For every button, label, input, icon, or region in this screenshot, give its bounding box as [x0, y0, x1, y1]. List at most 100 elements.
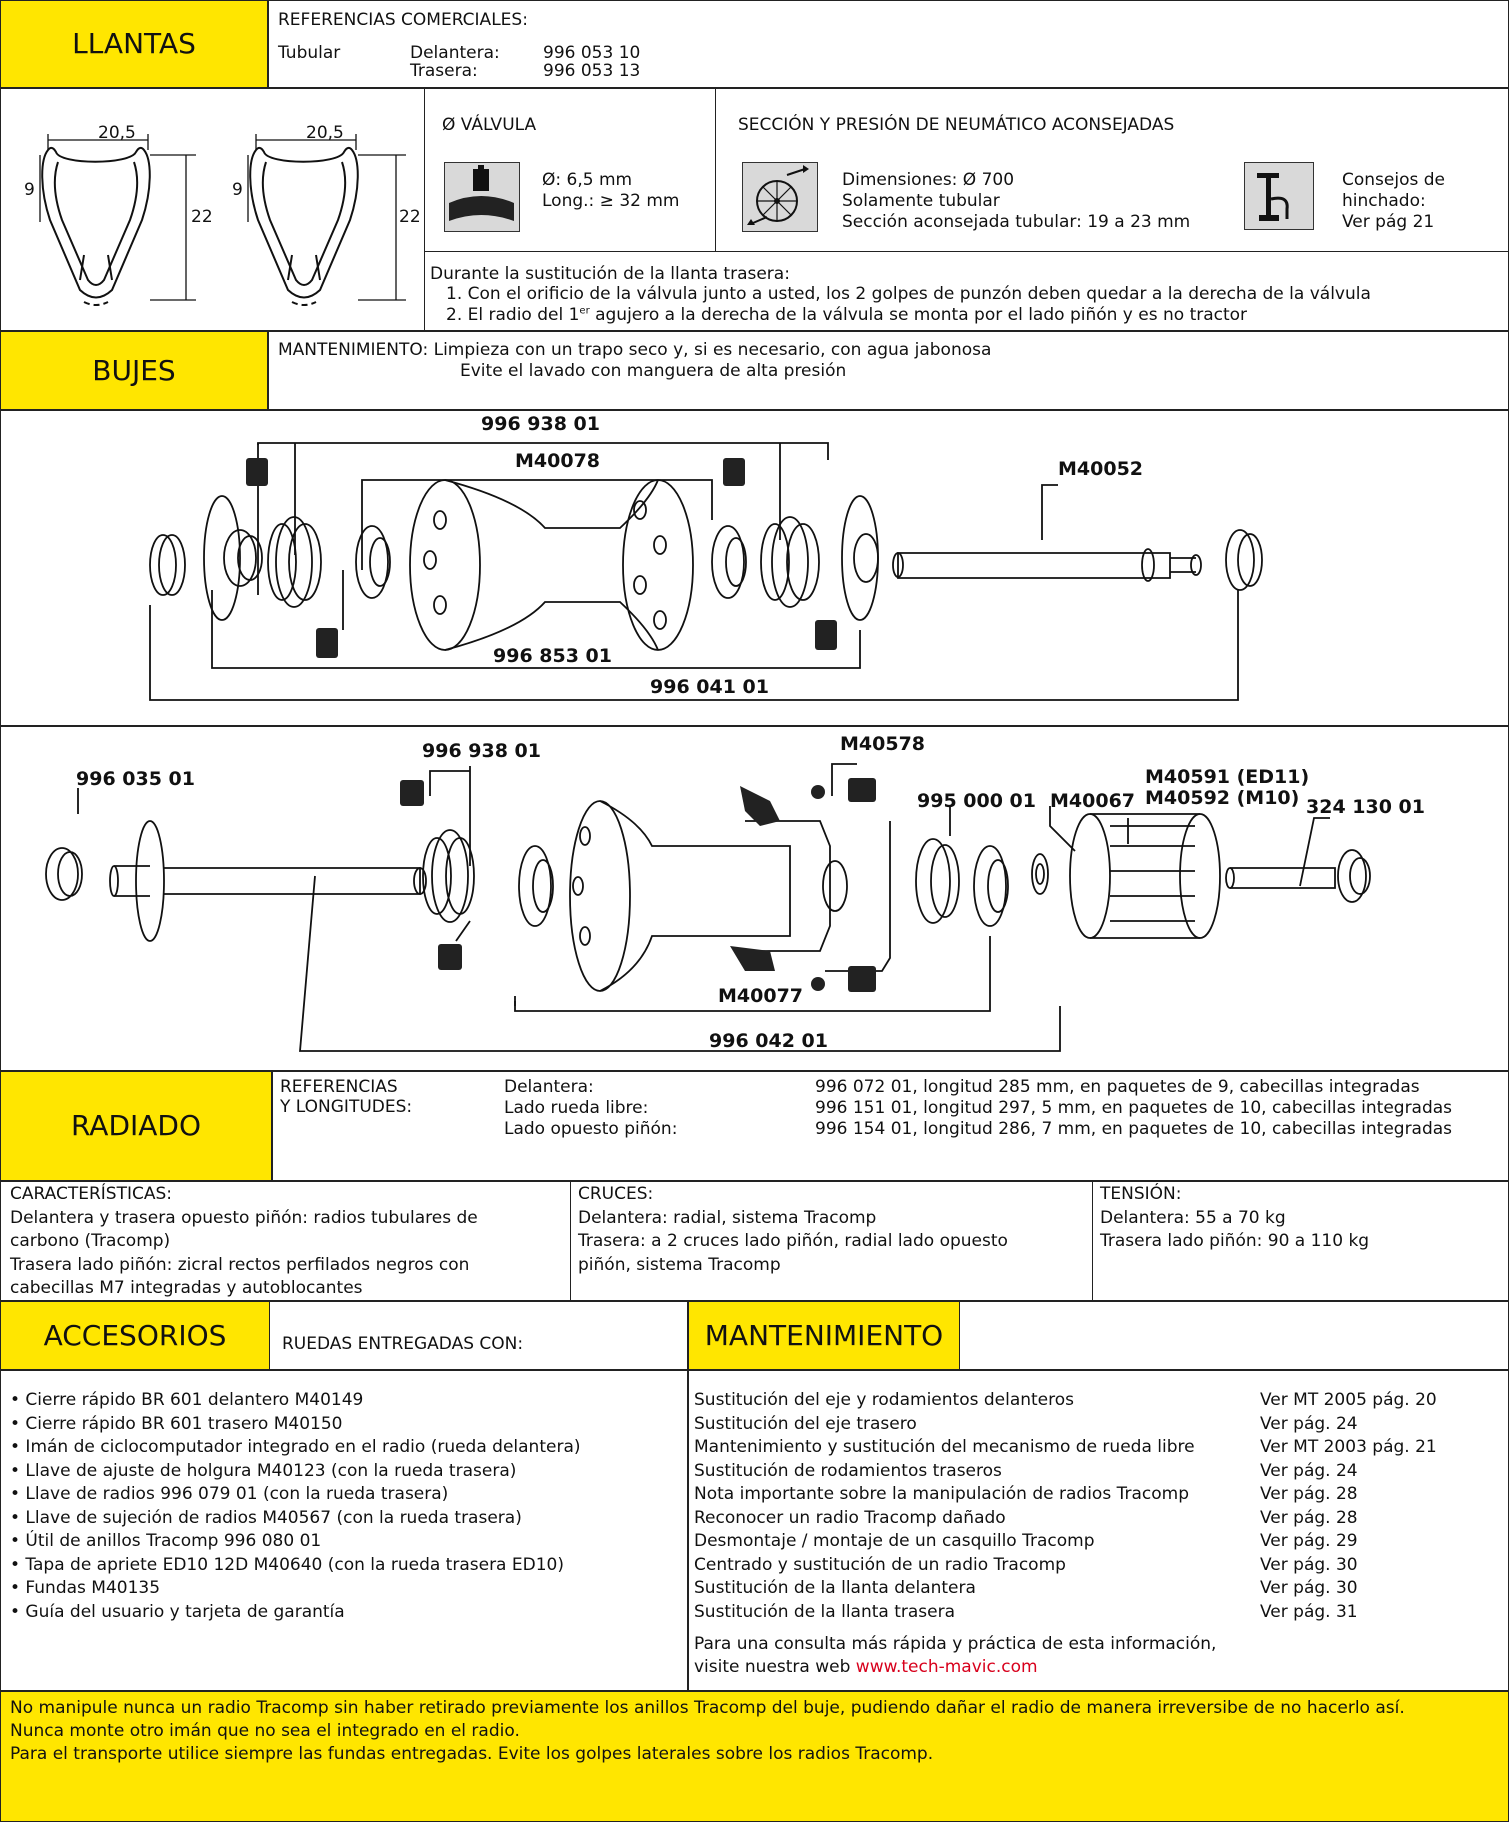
valve-length: Long.: ≥ 32 mm — [542, 191, 680, 211]
list-item: Ver pág. 29 — [1260, 1531, 1358, 1551]
footer-warning-box — [0, 1691, 1509, 1822]
mantenimiento-header: MANTENIMIENTO — [688, 1301, 960, 1370]
wheel-icon — [742, 162, 818, 232]
front-part-996-853-01: 996 853 01 — [493, 645, 612, 667]
rim-height-label-2: 22 — [399, 207, 421, 227]
spoke-row-label: Delantera: — [504, 1077, 594, 1097]
accesorios-list-box — [0, 1370, 688, 1691]
list-item: • Imán de ciclocomputador integrado en e… — [10, 1437, 581, 1457]
llantas-front-ref: 996 053 10 — [543, 43, 641, 63]
footer-line-3: Para el transporte utilice siempre las f… — [10, 1744, 934, 1764]
web-note-2: visite nuestra web www.tech-mavic.com — [694, 1657, 1038, 1677]
list-item: Ver pág. 30 — [1260, 1554, 1358, 1575]
cruces-block: CRUCES: Delantera: radial, sistema Traco… — [578, 1184, 1008, 1275]
rim-width-label-2: 20,5 — [306, 123, 344, 143]
front-part-m40078: M40078 — [515, 450, 601, 472]
front-part-m40052: M40052 — [1058, 458, 1144, 480]
bujes-maint-1: MANTENIMIENTO: Limpieza con un trapo sec… — [278, 340, 992, 360]
valve-diameter: Ø: 6,5 mm — [542, 170, 633, 190]
list-item: • Fundas M40135 — [10, 1578, 161, 1598]
list-item: Ver pág. 30 — [1260, 1578, 1358, 1598]
radiado-specs — [0, 1181, 1509, 1301]
front-part-996-041-01: 996 041 01 — [650, 676, 769, 698]
tyre-only: Solamente tubular — [842, 191, 1000, 211]
llantas-front-label: Delantera: — [410, 43, 500, 63]
list-item: Ver pág. 24 — [1260, 1413, 1358, 1434]
spoke-row-label: Lado rueda libre: — [504, 1098, 649, 1118]
list-item: Ver pág. 28 — [1260, 1507, 1358, 1528]
list-item: • Llave de sujeción de radios M40567 (co… — [10, 1507, 522, 1528]
radiado-title: RADIADO — [70, 1109, 202, 1143]
list-item: Ver pág. 31 — [1260, 1601, 1358, 1622]
caracteristicas-block: CARACTERÍSTICAS: Delantera y trasera opu… — [10, 1184, 478, 1298]
list-item: Mantenimiento y sustitución del mecanism… — [694, 1437, 1195, 1457]
spoke-row-value: 996 072 01, longitud 285 mm, en paquetes… — [815, 1077, 1420, 1097]
rim-profile-drawing — [39, 134, 406, 306]
list-item: Sustitución de rodamientos traseros — [694, 1460, 1002, 1481]
tyre-title: SECCIÓN Y PRESIÓN DE NEUMÁTICO ACONSEJAD… — [738, 115, 1175, 135]
llantas-rear-label: Trasera: — [410, 61, 478, 81]
rear-part-m40077: M40077 — [718, 985, 804, 1007]
llantas-header: LLANTAS — [0, 0, 268, 88]
llantas-refs-box — [268, 0, 1509, 88]
mantenimiento-title: MANTENIMIENTO — [704, 1318, 944, 1352]
list-item: Reconocer un radio Tracomp dañado — [694, 1507, 1006, 1528]
front-part-996-938-01: 996 938 01 — [481, 413, 600, 435]
mantenimiento-tasks: Sustitución del eje y rodamientos delant… — [694, 1389, 1195, 1624]
list-item: Ver pág. 24 — [1260, 1460, 1358, 1481]
rim-depth-label-1: 9 — [24, 180, 35, 200]
list-item: Sustitución de la llanta trasera — [694, 1601, 956, 1622]
list-item: • Cierre rápido BR 601 delantero M40149 — [10, 1390, 364, 1410]
rim-note-1: 1. Con el orificio de la válvula junto a… — [446, 284, 1371, 304]
accesorios-list: • Cierre rápido BR 601 delantero M40149 … — [10, 1389, 581, 1624]
tyre-advice-1: Consejos de — [1342, 170, 1445, 190]
list-item: Ver MT 2003 pág. 21 — [1260, 1437, 1437, 1457]
rear-part-324-130-01: 324 130 01 — [1306, 796, 1425, 818]
radiado-refs-box — [272, 1071, 1509, 1181]
list-item: • Tapa de apriete ED10 12D M40640 (con l… — [10, 1554, 564, 1575]
list-item: Ver MT 2005 pág. 20 — [1260, 1390, 1437, 1410]
llantas-refs-label: REFERENCIAS COMERCIALES: — [278, 10, 528, 30]
llantas-type: Tubular — [278, 43, 341, 63]
tyre-advice-3: Ver pág 21 — [1342, 212, 1435, 232]
list-item: Sustitución del eje trasero — [694, 1413, 917, 1434]
tension-block: TENSIÓN: Delantera: 55 a 70 kg Trasera l… — [1100, 1184, 1370, 1251]
tyre-dimensions: Dimensiones: Ø 700 — [842, 170, 1015, 190]
rim-note-2: 2. El radio del 1er agujero a la derecha… — [446, 305, 1248, 325]
pump-icon — [1244, 162, 1314, 230]
rear-part-m40592: M40592 (M10) — [1145, 787, 1300, 809]
accesorios-title: ACCESORIOS — [43, 1318, 227, 1352]
radiado-refs-1: REFERENCIAS — [280, 1077, 398, 1097]
llantas-rear-ref: 996 053 13 — [543, 61, 641, 81]
accesorios-header: ACCESORIOS — [0, 1301, 270, 1370]
rear-part-995-000-01: 995 000 01 — [917, 790, 1036, 812]
website-link[interactable]: www.tech-mavic.com — [855, 1657, 1038, 1677]
list-item: Sustitución del eje y rodamientos delant… — [694, 1390, 1075, 1410]
list-item: • Cierre rápido BR 601 trasero M40150 — [10, 1413, 343, 1434]
bujes-header: BUJES — [0, 331, 268, 410]
radiado-header: RADIADO — [0, 1071, 272, 1181]
rim-note-title: Durante la sustitución de la llanta tras… — [430, 264, 790, 284]
rear-part-m40578: M40578 — [840, 733, 926, 755]
mantenimiento-refs: Ver MT 2005 pág. 20 Ver pág. 24 Ver MT 2… — [1260, 1389, 1437, 1624]
web-note-1: Para una consulta más rápida y práctica … — [694, 1634, 1217, 1654]
radiado-refs-2: Y LONGITUDES: — [280, 1097, 413, 1117]
rear-part-996-035-01: 996 035 01 — [76, 768, 195, 790]
spoke-row-value: 996 151 01, longitud 297, 5 mm, en paque… — [815, 1098, 1453, 1118]
spoke-row-value: 996 154 01, longitud 286, 7 mm, en paque… — [815, 1119, 1453, 1139]
bujes-maint-2: Evite el lavado con manguera de alta pre… — [460, 361, 847, 381]
list-item: Desmontaje / montaje de un casquillo Tra… — [694, 1531, 1095, 1551]
rim-depth-label-2: 9 — [232, 180, 243, 200]
list-item: Centrado y sustitución de un radio Traco… — [694, 1554, 1066, 1575]
rear-hub-exploded-view — [45, 763, 1371, 1052]
rear-hub-diagram — [0, 726, 1509, 1071]
tyre-section: Sección aconsejada tubular: 19 a 23 mm — [842, 212, 1191, 232]
rim-width-label-1: 20,5 — [98, 123, 136, 143]
bujes-maint-box — [268, 331, 1509, 410]
footer-line-1: No manipule nunca un radio Tracomp sin h… — [10, 1698, 1405, 1718]
footer-line-2: Nunca monte otro imán que no sea el inte… — [10, 1721, 520, 1741]
list-item: Nota importante sobre la manipulación de… — [694, 1484, 1189, 1504]
valve-title: Ø VÁLVULA — [442, 115, 537, 135]
spoke-row-label: Lado opuesto piñón: — [504, 1119, 678, 1139]
